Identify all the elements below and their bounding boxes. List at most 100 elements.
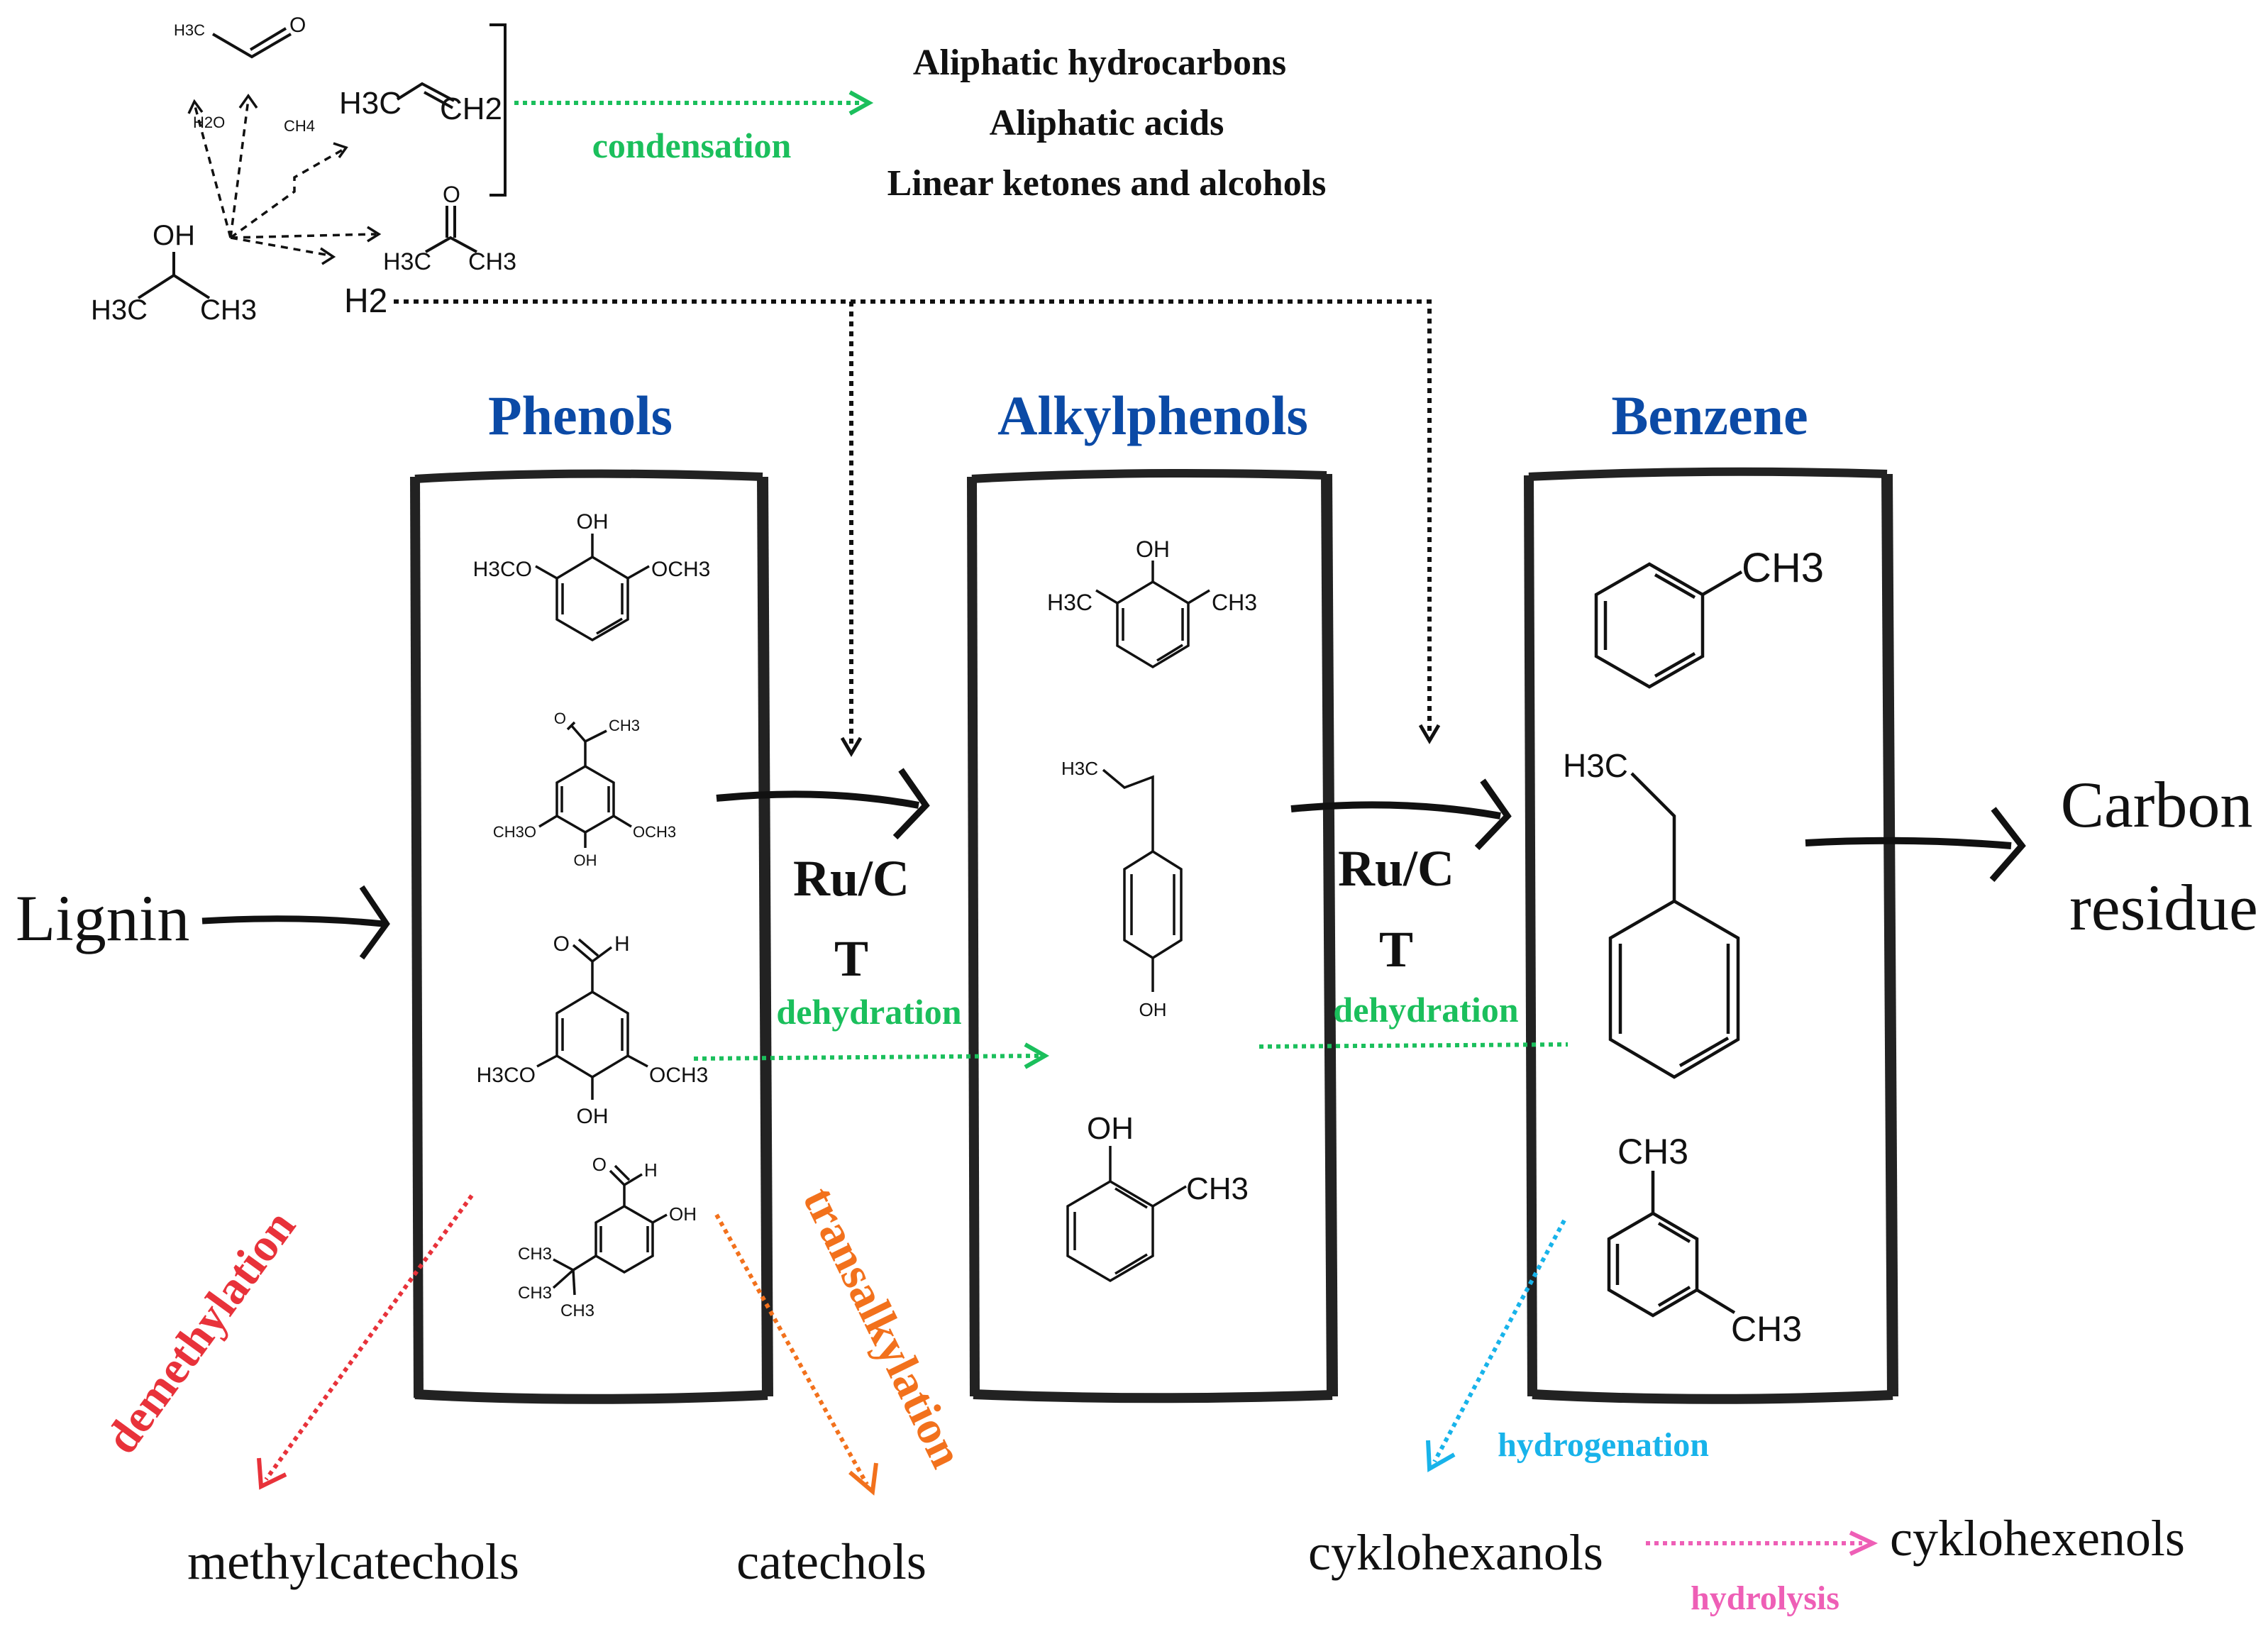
benzene-box — [1524, 467, 1898, 1404]
p3-oh: OH — [577, 1105, 609, 1128]
p3-o: O — [553, 932, 570, 956]
m-xylene — [1607, 1171, 1736, 1318]
arrow-head-h2o — [187, 99, 204, 114]
p3-h: H — [614, 932, 630, 956]
carbon-residue-line1: Carbon — [2061, 768, 2253, 841]
phenols-title: Phenols — [488, 385, 673, 446]
catalyst-label-2: Ru/C — [1338, 840, 1454, 897]
arrow-to-ch4 — [229, 148, 345, 239]
hydrolysis-arrow-head — [1849, 1530, 1879, 1556]
arrow-to-h2 — [230, 236, 331, 257]
ethylbenzene — [1608, 772, 1740, 1079]
catalyst-label-1: Ru/C — [793, 850, 909, 907]
p4-h: H — [644, 1159, 658, 1181]
cyklohexanols-label: cyklohexanols — [1308, 1524, 1603, 1581]
hydrogenation-label: hydrogenation — [1498, 1426, 1709, 1464]
acetaldehyde-double-bond — [249, 27, 287, 51]
a1-right: CH3 — [1212, 590, 1257, 615]
acetone-o: O — [443, 182, 460, 207]
acetaldehyde-skeleton — [211, 33, 292, 59]
condensation-arrow-head — [848, 90, 874, 116]
demethylation-arrow-head — [257, 1457, 287, 1490]
phenol-molecule-3 — [536, 938, 648, 1100]
propene-skeleton — [396, 82, 455, 102]
isopropanol-ch3: CH3 — [200, 294, 257, 326]
hydrogenation-arrow — [1432, 1219, 1566, 1463]
p2-left: CH3O — [493, 823, 536, 841]
h2-supply-line — [394, 299, 1432, 731]
p4-ch3b: CH3 — [518, 1284, 552, 1303]
product-linear-ketones-alcohols: Linear ketones and alcohols — [887, 163, 1327, 204]
acetone-ch3: CH3 — [468, 248, 516, 275]
isopropanol-h3c: H3C — [91, 294, 148, 326]
acetaldehyde-o: O — [289, 13, 306, 37]
isopropanol-oh: OH — [153, 220, 195, 251]
dehydration-arrow-1-head — [1024, 1042, 1050, 1069]
lignin-label: Lignin — [16, 882, 189, 954]
alkylphenol-molecule-3 — [1066, 1146, 1187, 1283]
arrow-head-h2 — [320, 247, 336, 265]
a1-left: H3C — [1047, 590, 1092, 615]
p1-oh: OH — [577, 510, 609, 534]
phenol-molecule-2 — [538, 721, 632, 848]
cyklohexenols-label: cyklohexenols — [1890, 1510, 2185, 1567]
acetaldehyde-h3c: H3C — [174, 21, 205, 39]
a1-oh: OH — [1136, 536, 1170, 562]
transalkylation-arrow — [714, 1213, 869, 1486]
p3-left: H3CO — [477, 1064, 536, 1087]
p4-ch3c: CH3 — [560, 1301, 594, 1320]
lignin-arrow-head — [359, 885, 390, 960]
dehydration-line-2 — [1259, 1042, 1569, 1049]
phenol-molecule-4 — [552, 1164, 668, 1296]
arrow-to-h2o — [194, 106, 232, 238]
hydrogenation-arrow-head — [1426, 1440, 1456, 1473]
h2-arrow-head-1 — [840, 737, 863, 757]
b3-ch3b: CH3 — [1731, 1309, 1802, 1349]
p2-o: O — [554, 710, 566, 727]
temperature-label-1: T — [834, 930, 868, 987]
a3-ch3: CH3 — [1186, 1171, 1249, 1206]
h2-label: H2 — [344, 282, 387, 320]
p4-oh: OH — [669, 1203, 697, 1225]
methylcatechols-label: methylcatechols — [187, 1533, 519, 1590]
dehydration-label-1: dehydration — [776, 992, 961, 1032]
a2-oh: OH — [1139, 999, 1167, 1020]
condensation-label: condensation — [592, 126, 792, 165]
p1-left: H3CO — [473, 558, 532, 581]
reaction-arrow-3 — [1805, 837, 2012, 849]
arrow-head-ch4 — [333, 142, 348, 159]
alkylphenol-molecule-2 — [1102, 768, 1183, 992]
p2-right: OCH3 — [633, 823, 676, 841]
product-aliphatic-hydrocarbons: Aliphatic hydrocarbons — [913, 43, 1286, 83]
benzene-title: Benzene — [1611, 385, 1808, 446]
reaction-arrow-2 — [1290, 801, 1501, 820]
alkylphenol-molecule-1 — [1095, 561, 1210, 669]
propene-h3c: H3C — [339, 86, 402, 121]
acetone-h3c: H3C — [383, 248, 431, 275]
b2-h3c: H3C — [1563, 747, 1628, 784]
p1-right: OCH3 — [651, 558, 710, 581]
dehydration-label-2: dehydration — [1333, 990, 1518, 1030]
p3-right: OCH3 — [649, 1064, 708, 1087]
ch4-label: CH4 — [284, 117, 315, 135]
reaction-arrow-1 — [716, 790, 919, 809]
acetone-skeleton — [425, 236, 477, 253]
dehydration-arrow-1 — [693, 1054, 1040, 1061]
lignin-arrow — [201, 915, 384, 927]
carbon-residue-line2: residue — [2069, 871, 2258, 944]
h2-arrow-head-2 — [1418, 724, 1441, 744]
arrow-to-acetaldehyde — [229, 99, 250, 238]
demethylation-label: demethylation — [96, 1201, 306, 1463]
alkylphenols-title: Alkylphenols — [997, 385, 1308, 446]
p2-oh: OH — [574, 851, 597, 869]
product-aliphatic-acids: Aliphatic acids — [990, 103, 1224, 143]
b3-ch3a: CH3 — [1617, 1132, 1688, 1171]
isopropanol-decomposition — [137, 23, 507, 299]
h2o-label: H2O — [193, 114, 225, 131]
reaction-arrow-1-head — [892, 768, 930, 840]
arrow-head-acetone — [367, 226, 382, 243]
reaction-arrow-2-head — [1474, 778, 1512, 851]
b1-ch3: CH3 — [1742, 545, 1824, 591]
catechols-label: catechols — [736, 1533, 926, 1590]
